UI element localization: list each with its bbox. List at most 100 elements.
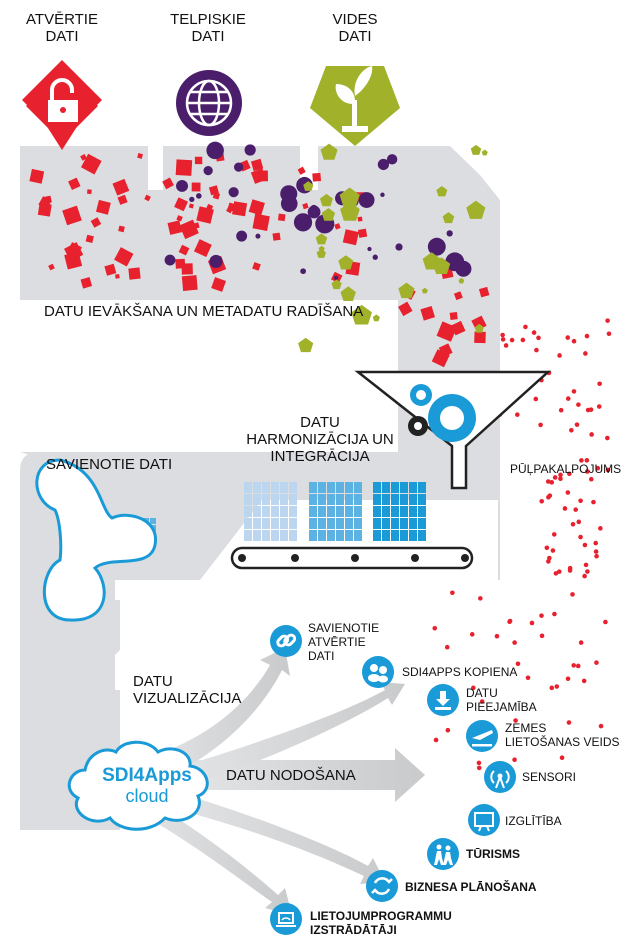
particle xyxy=(372,314,380,322)
particle xyxy=(137,153,143,159)
output-community: SDI4APPS KOPIENA xyxy=(402,665,518,679)
particle xyxy=(228,187,239,198)
table-cell xyxy=(327,494,335,505)
crowd-dot xyxy=(538,422,543,428)
table-cell xyxy=(244,530,252,541)
crowd-dot xyxy=(509,337,515,343)
table-cell xyxy=(354,506,362,517)
table-cell xyxy=(354,530,362,541)
crowd-dot xyxy=(605,318,610,323)
particle xyxy=(377,158,390,171)
particle xyxy=(478,286,490,298)
crowd-dot xyxy=(567,568,573,573)
particle xyxy=(196,206,214,224)
table-cell xyxy=(327,530,335,541)
delivery-arrow-down2 xyxy=(130,795,292,915)
table-cell xyxy=(418,518,426,529)
particle xyxy=(244,144,256,156)
crowd-dot xyxy=(551,532,557,537)
antenna-icon[interactable] xyxy=(484,761,516,793)
crowd-dot xyxy=(606,331,612,337)
crowd-dot xyxy=(476,760,482,766)
particle xyxy=(209,254,223,269)
crowd-dot xyxy=(576,519,582,525)
link-icon[interactable] xyxy=(270,625,302,657)
table-cell xyxy=(336,530,344,541)
table-cell xyxy=(336,506,344,517)
table-cell xyxy=(309,482,317,493)
crowd-dot xyxy=(581,678,587,684)
table-cell xyxy=(391,494,399,505)
table-cell xyxy=(289,506,297,517)
crowd-dot xyxy=(582,573,587,579)
crowd-dot xyxy=(507,619,512,625)
particle xyxy=(189,196,195,203)
table-cell xyxy=(345,530,353,541)
crowd-dot xyxy=(553,571,559,576)
delivery-label: DATU NODOŠANA xyxy=(226,767,356,784)
crowd-dot xyxy=(583,351,588,356)
laptop-icon[interactable] xyxy=(270,903,302,935)
table-cell xyxy=(382,518,390,529)
particle xyxy=(303,181,314,191)
crowd-dot xyxy=(578,534,583,540)
particle xyxy=(80,153,102,175)
crowd-dot xyxy=(584,333,590,339)
crowd-dot xyxy=(594,553,599,559)
particle xyxy=(115,274,120,279)
table-cell xyxy=(400,494,408,505)
business-icon[interactable] xyxy=(366,870,398,902)
table-cell xyxy=(318,482,326,493)
crowd-dot xyxy=(575,663,581,669)
particle xyxy=(320,143,338,160)
table-cell xyxy=(373,518,381,529)
crowd-dot xyxy=(545,479,551,484)
crowd-dot xyxy=(433,737,439,743)
table-cell xyxy=(244,518,252,529)
community-icon[interactable] xyxy=(362,656,394,688)
crowd-dot xyxy=(500,337,506,342)
board-icon[interactable] xyxy=(468,804,500,836)
particle xyxy=(298,337,314,353)
crowd-dot xyxy=(552,475,558,480)
crowd-dot xyxy=(578,640,584,645)
particle xyxy=(118,225,125,233)
crowd-dot xyxy=(559,755,565,761)
crowd-dot xyxy=(593,540,599,546)
crowd-dot xyxy=(476,765,482,771)
table-cell xyxy=(391,530,399,541)
crowd-dot xyxy=(432,625,438,631)
crowd-dot xyxy=(565,335,571,340)
download-icon[interactable] xyxy=(427,684,459,716)
table-cell xyxy=(400,530,408,541)
particle xyxy=(338,255,354,270)
table-cell xyxy=(391,518,399,529)
particle xyxy=(174,197,189,212)
table-cell xyxy=(345,494,353,505)
crowd-dot xyxy=(584,458,590,463)
crowd-dot xyxy=(557,353,562,358)
plane-icon[interactable] xyxy=(466,720,498,752)
crowd-dot xyxy=(478,596,483,601)
crowd-dot xyxy=(571,663,577,668)
crowd-dot xyxy=(578,498,583,504)
crowd-dot xyxy=(494,633,500,639)
table-cell xyxy=(418,506,426,517)
particle xyxy=(114,247,134,267)
particle xyxy=(90,217,102,228)
crowd-dot xyxy=(558,407,564,413)
table-cell xyxy=(345,506,353,517)
hikers-icon[interactable] xyxy=(427,838,459,870)
particle xyxy=(272,232,281,241)
crowd-dot xyxy=(571,389,577,394)
particle xyxy=(68,177,81,191)
particle xyxy=(206,141,224,160)
crowd-dot xyxy=(570,521,576,527)
particle xyxy=(453,291,463,301)
particle xyxy=(188,203,194,209)
table-cell xyxy=(336,482,344,493)
particle xyxy=(255,233,261,239)
table-cell xyxy=(280,518,288,529)
